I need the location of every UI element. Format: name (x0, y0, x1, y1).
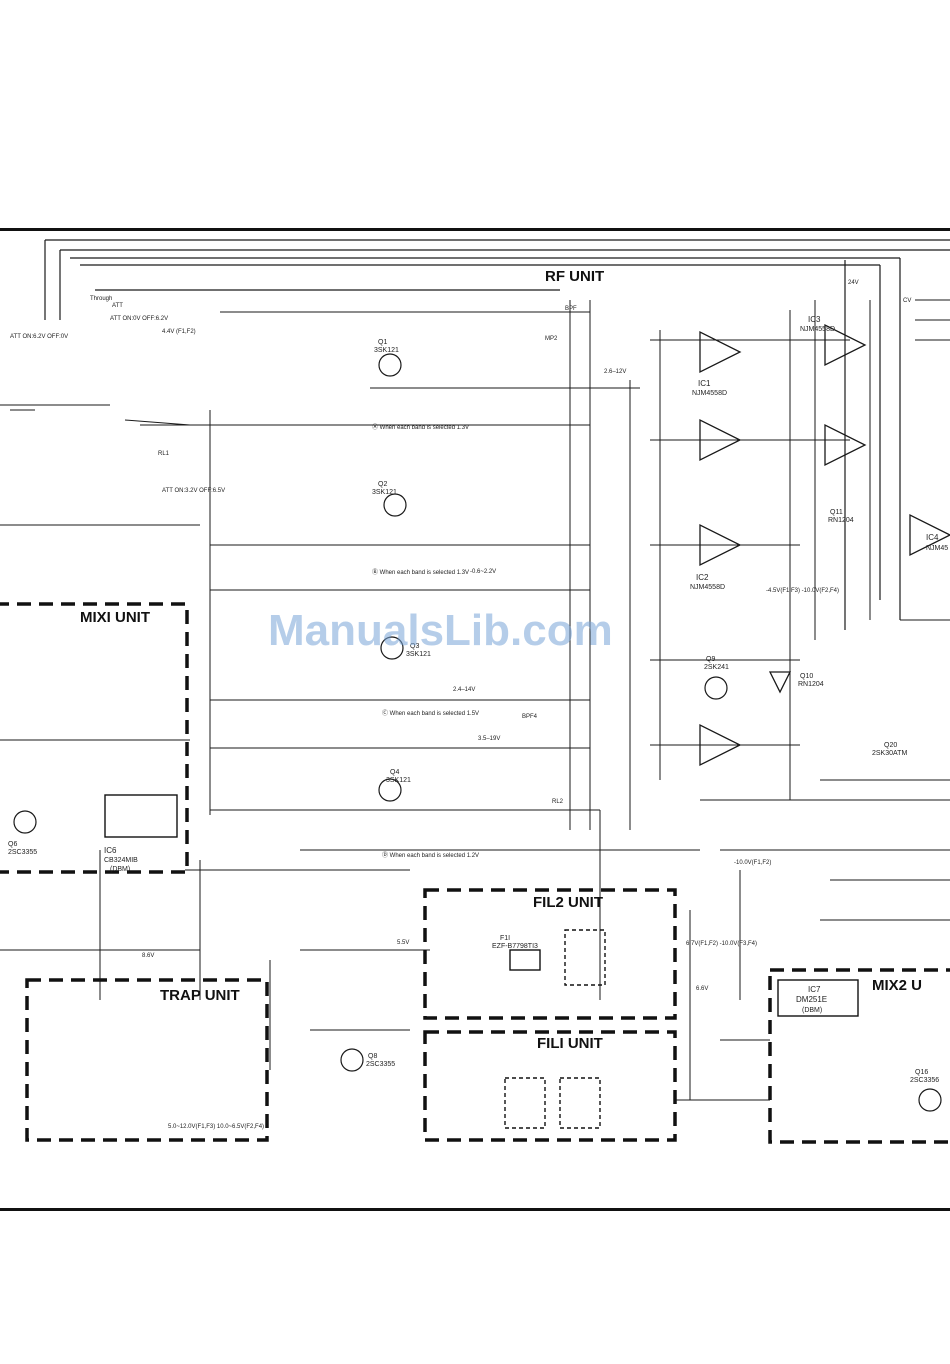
node-rl2: RL2 (552, 799, 564, 805)
node-att: ATT (112, 303, 123, 309)
att-note-b: ATT ON:0V OFF:6.2V (110, 316, 168, 322)
att-note-c: ATT ON:3.2V OFF:6.5V (162, 488, 225, 494)
ic7-ref: IC7 (808, 985, 821, 994)
voltage-v6: 24V (848, 280, 859, 286)
voltage-v4: 2.4–14V (453, 687, 475, 693)
band-note-b: Ⓑ When each band is selected 1.3V (372, 568, 469, 576)
voltage-v1: 4.4V (F1,F2) (162, 329, 196, 335)
trap-unit-title: TRAP UNIT (160, 987, 240, 1004)
mix2-box (768, 968, 950, 1144)
voltage-v5: 3.5–19V (478, 736, 500, 742)
ic1-ref: IC1 (698, 379, 711, 388)
q8-part: 2SC3355 (366, 1061, 395, 1068)
att-note-a: ATT ON:6.2V OFF:0V (10, 334, 68, 340)
ic-labels: IC1 NJM4558D IC2 NJM4558D IC3 NJM4558D I… (104, 315, 948, 1014)
ic6-box (104, 794, 178, 838)
rf-unit-title: RF UNIT (545, 268, 604, 285)
filter-f1-box (509, 949, 541, 971)
band-note-a: Ⓐ When each band is selected 1.3V (372, 423, 469, 431)
fil2-box (423, 888, 677, 1020)
transistor-labels: Q1 3SK121 Q2 3SK121 Q3 3SK121 Q4 3SK121 … (8, 339, 939, 1084)
node-cv: CV (903, 298, 911, 304)
ic1-part: NJM4558D (692, 390, 727, 397)
q3-ref: Q3 (410, 643, 419, 650)
q6-ref: Q6 (8, 841, 17, 848)
watermark: ManualsLib.com (268, 606, 613, 655)
top-buses (44, 239, 950, 630)
ic6-ref: IC6 (104, 846, 117, 855)
q8-ref: Q8 (368, 1053, 377, 1060)
q10-part: RN1204 (798, 681, 824, 688)
q9-part: 2SK241 (704, 664, 729, 671)
sheet-border (0, 228, 950, 1211)
node-bpf: BPF (565, 306, 577, 312)
notes: Ⓐ When each band is selected 1.3V Ⓑ When… (10, 280, 859, 1130)
filter-f1-ref: F1I (500, 935, 510, 942)
band-note-d: Ⓓ When each band is selected 1.2V (382, 851, 479, 859)
q10-ref: Q10 (800, 673, 813, 680)
voltage-v13: -4.5V(F1,F3) -10.0V(F2,F4) (766, 588, 839, 594)
q2-part: 3SK121 (372, 489, 397, 496)
filter-f1-part: EZF-B7798TI3 (492, 943, 538, 950)
q2-ref: Q2 (378, 481, 387, 488)
ic3-part: NJM4558D (800, 326, 835, 333)
mix1-box (0, 602, 189, 874)
ic4-part: NJM45 (926, 545, 948, 552)
voltage-v3: -0.6~2.2V (470, 569, 496, 575)
ic3-ref: IC3 (808, 315, 821, 324)
voltage-v7: 8.6V (142, 953, 154, 959)
ic7-part: DM251E (796, 995, 827, 1004)
ic4-ref: IC4 (926, 533, 939, 542)
ic7-box (777, 979, 859, 1017)
q11-ref: Q11 (830, 509, 843, 516)
mix2-unit-title: MIX2 U (872, 977, 922, 994)
q4-ref: Q4 (390, 769, 399, 776)
unit-boxes (0, 602, 950, 1144)
q20-ref: Q20 (884, 742, 897, 749)
ic6-part: CB324MIB (104, 857, 138, 864)
node-labels: BPF MP2 BPF4 RL1 RL2 ATT Through CV (90, 296, 911, 805)
rf-rails (140, 300, 700, 1000)
q9-ref: Q9 (706, 656, 715, 663)
node-mp2: MP2 (545, 336, 558, 342)
band-note-c: Ⓒ When each band is selected 1.5V (382, 709, 479, 717)
q6-part: 2SC3355 (8, 849, 37, 856)
ic2-ref: IC2 (696, 573, 709, 582)
left-wiring (0, 404, 200, 1000)
trap-box (25, 978, 269, 1142)
q16-ref: Q16 (915, 1069, 928, 1076)
q20-part: 2SK30ATM (872, 750, 907, 757)
q4-part: 3SK121 (386, 777, 411, 784)
mix1-unit-title: MIXI UNIT (80, 609, 150, 626)
node-rl1: RL1 (158, 451, 170, 457)
voltage-v12: 5.0~12.0V(F1,F3) 10.0~6.5V(F2,F4) (168, 1124, 264, 1130)
voltage-v9: 6.6V (696, 986, 708, 992)
voltage-v11: 6.7V(F1,F2) -10.0V(F3,F4) (686, 941, 757, 947)
q3-part: 3SK121 (406, 651, 431, 658)
node-bpf4: BPF4 (522, 714, 538, 720)
q1-part: 3SK121 (374, 347, 399, 354)
ic2-part: NJM4558D (690, 584, 725, 591)
opamp-symbols (699, 323, 950, 767)
voltage-v8: 5.5V (397, 940, 409, 946)
ic7-note: (DBM) (802, 1007, 822, 1014)
fil1-unit-title: FILI UNIT (537, 1035, 603, 1052)
q1-ref: Q1 (378, 339, 387, 346)
q11-part: RN1204 (828, 517, 854, 524)
voltage-v10: -10.0V(F1,F2) (734, 860, 771, 866)
lower-wiring (185, 860, 950, 1101)
ic6-note: (DBM) (110, 866, 130, 873)
fil1-box (423, 1030, 677, 1142)
opamp-wiring (650, 299, 950, 851)
ic-boxes (104, 794, 859, 1129)
transistor-symbols (13, 353, 942, 1112)
fil2-unit-title: FIL2 UNIT (533, 894, 603, 911)
node-through: Through (90, 296, 112, 302)
voltage-v2: 2.6–12V (604, 369, 626, 375)
q16-part: 2SC3356 (910, 1077, 939, 1084)
